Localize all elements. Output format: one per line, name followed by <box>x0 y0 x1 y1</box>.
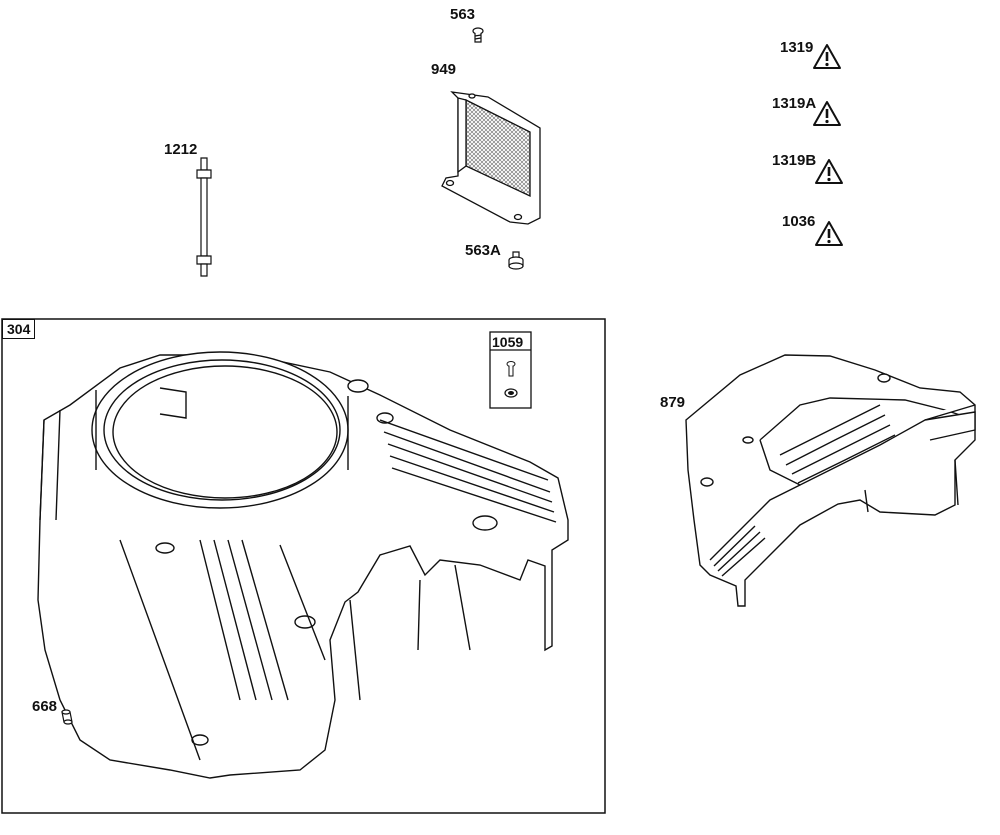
callout-304: 304 <box>2 319 36 339</box>
warning-triangle-icon <box>815 221 843 246</box>
callout-1059: 1059 <box>492 334 524 350</box>
blower-housing-304 <box>37 351 569 779</box>
deflector-879 <box>685 354 976 607</box>
bolt-563a <box>508 251 524 270</box>
blower-housing-frame <box>1 318 606 814</box>
callout-949: 949 <box>431 61 457 78</box>
screen-949 <box>441 91 541 225</box>
warning-triangle-icon <box>813 101 841 126</box>
callout-1319: 1319 <box>780 39 814 56</box>
callout-879: 879 <box>660 394 686 411</box>
grommet-668 <box>61 709 73 725</box>
callout-668: 668 <box>32 698 58 715</box>
callout-563a: 563A <box>465 242 501 259</box>
callout-1036: 1036 <box>782 213 816 230</box>
stud-1212 <box>196 157 212 277</box>
callout-1319a: 1319A <box>772 95 817 112</box>
warning-triangle-icon <box>813 44 841 69</box>
kit-1059-box <box>489 331 532 409</box>
callout-1319b: 1319B <box>772 152 817 169</box>
callout-563: 563 <box>450 6 476 23</box>
warning-triangle-icon <box>815 159 843 184</box>
callout-1212: 1212 <box>164 141 198 158</box>
screw-563 <box>472 27 484 43</box>
